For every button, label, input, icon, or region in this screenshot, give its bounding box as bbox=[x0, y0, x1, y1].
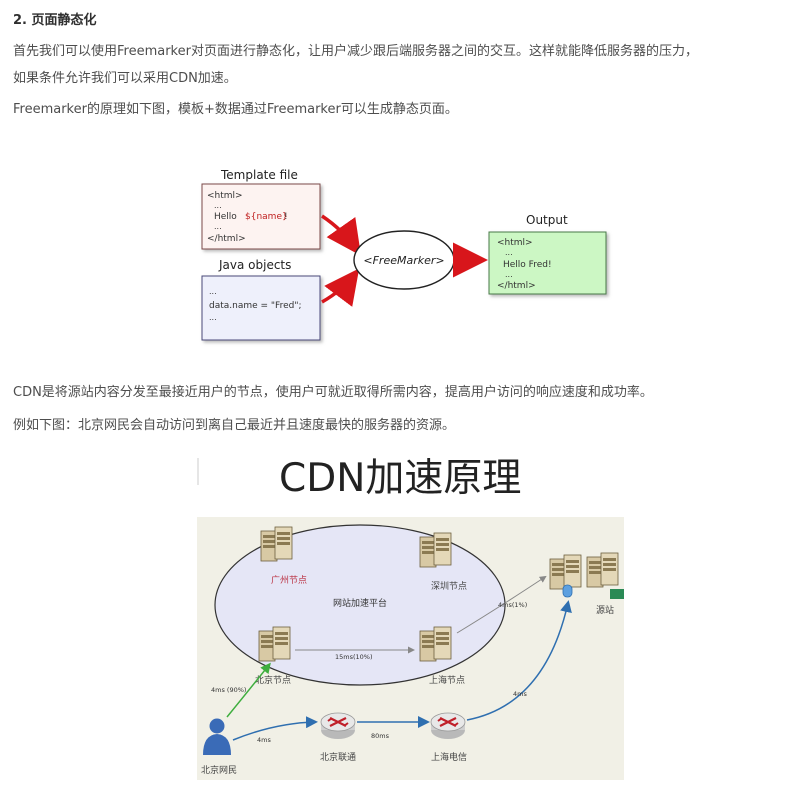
template-line-close: </html> bbox=[207, 234, 246, 244]
shanghai-to-origin-link bbox=[456, 575, 547, 634]
guangzhou-node-label: 广州节点 bbox=[271, 574, 307, 586]
shanghai-server-icon bbox=[419, 626, 452, 662]
beijing-unicom-label: 北京联通 bbox=[320, 751, 356, 763]
beijing-server-icon bbox=[258, 626, 291, 662]
beijing-node-label: 北京节点 bbox=[255, 674, 291, 686]
origin-server-icon-2 bbox=[586, 552, 619, 588]
origin-server-icon bbox=[549, 554, 582, 590]
template-file-box bbox=[201, 183, 321, 250]
template-line-variable: ${name} bbox=[245, 212, 288, 222]
shanghai-telecom-label: 上海电信 bbox=[431, 751, 467, 763]
template-line-hello: Hello bbox=[214, 212, 237, 222]
beijing-unicom-router-icon bbox=[319, 711, 357, 741]
cdn-diagram-title: CDN加速原理 bbox=[279, 456, 521, 501]
beijing-user-icon bbox=[203, 718, 231, 755]
freemarker-diagram: Template file <html> ... Hello ${name} !… bbox=[195, 160, 615, 350]
freemarker-paragraph: Freemarker的原理如下图，模板+数据通过Freemarker可以生成静态… bbox=[13, 102, 458, 117]
beijing-to-shanghai-latency: 15ms(10%) bbox=[335, 653, 373, 661]
unicom-to-telecom-latency: 80ms bbox=[371, 732, 390, 740]
output-line-open: <html> bbox=[497, 238, 533, 248]
cdn-diagram: CDN加速原理 网站加速平台 广州节点 深圳节点 北京节点 上海节点 源站 15… bbox=[195, 455, 625, 781]
output-line-dots-2: ... bbox=[505, 270, 513, 279]
template-file-title: Template file bbox=[220, 168, 298, 182]
java-line-dots-1: ... bbox=[209, 287, 217, 296]
template-line-dots-1: ... bbox=[214, 201, 222, 210]
acceleration-platform-label: 网站加速平台 bbox=[333, 597, 387, 609]
origin-network-icon bbox=[610, 589, 624, 599]
template-to-engine-arrow bbox=[321, 214, 362, 256]
cdn-paragraph: CDN是将源站内容分发至最接近用户的节点，使用户可就近取得所需内容，提高用户访问… bbox=[13, 385, 653, 400]
intro-paragraph-line-2: 如果条件允许我们可以采用CDN加速。 bbox=[13, 71, 237, 86]
template-line-bang: ! bbox=[284, 212, 288, 222]
guangzhou-server-icon bbox=[260, 526, 293, 562]
java-line-assignment: data.name = "Fred"; bbox=[209, 301, 302, 311]
cdn-example-paragraph: 例如下图：北京网民会自动访问到离自己最近并且速度最快的服务器的资源。 bbox=[13, 418, 456, 433]
shenzhen-node-label: 深圳节点 bbox=[431, 581, 467, 592]
output-line-dots-1: ... bbox=[505, 248, 513, 257]
freemarker-diagram-svg: Template file <html> ... Hello ${name} !… bbox=[201, 168, 607, 341]
shanghai-node-label: 上海节点 bbox=[429, 674, 465, 686]
database-icon bbox=[562, 584, 573, 598]
telecom-to-origin-latency: 4ms bbox=[513, 690, 527, 698]
beijing-user-label: 北京网民 bbox=[201, 764, 237, 776]
user-to-unicom-latency: 4ms bbox=[257, 736, 271, 744]
shanghai-to-origin-latency: 4ms(1%) bbox=[498, 601, 527, 609]
user-to-beijing-latency: 4ms (90%) bbox=[211, 686, 246, 694]
shenzhen-server-icon bbox=[419, 532, 452, 568]
java-objects-title: Java objects bbox=[218, 258, 291, 272]
freemarker-engine-label: <FreeMarker> bbox=[363, 254, 444, 267]
user-to-beijing-link bbox=[226, 662, 271, 718]
java-to-engine-arrow bbox=[321, 268, 360, 307]
output-line-hello: Hello Fred! bbox=[503, 260, 552, 270]
telecom-to-origin-link bbox=[466, 600, 572, 721]
shanghai-telecom-router-icon bbox=[429, 711, 467, 741]
user-to-unicom-link bbox=[232, 716, 318, 741]
section-heading: 2. 页面静态化 bbox=[13, 13, 97, 28]
java-objects-box bbox=[201, 275, 321, 341]
java-line-dots-2: ... bbox=[209, 313, 217, 322]
output-line-close: </html> bbox=[497, 281, 536, 291]
output-box bbox=[488, 231, 607, 295]
template-line-dots-2: ... bbox=[214, 222, 222, 231]
cdn-diagram-svg: CDN加速原理 网站加速平台 广州节点 深圳节点 北京节点 上海节点 源站 15… bbox=[197, 456, 624, 780]
template-line-open: <html> bbox=[207, 191, 243, 201]
output-title: Output bbox=[526, 213, 568, 227]
origin-node-label: 源站 bbox=[596, 604, 614, 616]
intro-paragraph-line-1: 首先我们可以使用Freemarker对页面进行静态化，让用户减少跟后端服务器之间… bbox=[13, 44, 698, 59]
